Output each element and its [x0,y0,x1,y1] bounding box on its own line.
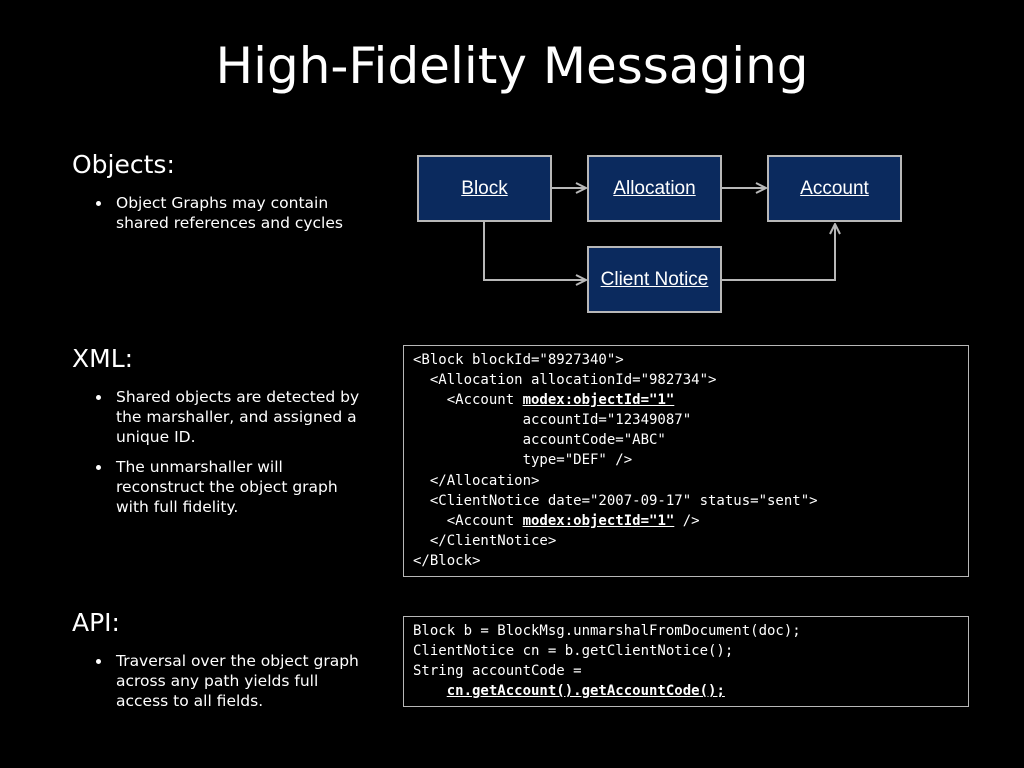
code-line: String accountCode = [413,663,582,680]
code-line: <Block blockId="8927340"> [413,352,624,368]
objects-bullet-list: Object Graphs may contain shared referen… [92,193,362,243]
code-line: </Block> [413,552,481,569]
code-line: </Allocation> [413,472,540,489]
code-line: <Account [413,392,523,409]
code-line: <ClientNotice date="2007-09-17" status="… [413,492,818,509]
code-line: Block b = BlockMsg.unmarshalFromDocument… [413,623,801,639]
code-line: <Account [413,512,523,529]
edge-block-clientnotice [483,222,586,280]
code-line: /> [674,512,700,529]
xml-bullet-list: Shared objects are detected by the marsh… [92,387,362,527]
xml-bullet: The unmarshaller will reconstruct the ob… [92,457,362,517]
node-account[interactable]: Account [767,155,902,222]
xml-code-block: <Block blockId="8927340"> <Allocation al… [403,345,969,577]
api-bullet-list: Traversal over the object graph across a… [92,651,362,721]
xml-heading: XML: [72,344,134,373]
api-heading: API: [72,608,120,637]
api-code-block: Block b = BlockMsg.unmarshalFromDocument… [403,616,969,707]
objects-heading: Objects: [72,150,175,179]
objects-bullet: Object Graphs may contain shared referen… [92,193,362,233]
api-bullet: Traversal over the object graph across a… [92,651,362,711]
object-graph-diagram [483,0,1024,330]
node-client-notice[interactable]: Client Notice [587,246,722,313]
node-allocation[interactable]: Allocation [587,155,722,222]
code-line: accountId="12349087" [413,412,692,429]
code-line: ClientNotice cn = b.getClientNotice(); [413,643,734,660]
code-line: type="DEF" /> [413,452,633,469]
edge-clientnotice-account [722,224,835,281]
code-line: accountCode="ABC" [413,432,666,449]
node-block[interactable]: Block [417,155,552,222]
code-highlight: modex:objectId="1" [522,392,675,409]
code-line: <Allocation allocationId="982734"> [413,372,717,389]
code-line: </ClientNotice> [413,532,557,549]
xml-bullet: Shared objects are detected by the marsh… [92,387,362,447]
code-line [413,683,447,699]
code-highlight: cn.getAccount().getAccountCode(); [446,683,725,700]
code-highlight: modex:objectId="1" [522,512,675,529]
slide-title: High-Fidelity Messaging [215,37,809,95]
